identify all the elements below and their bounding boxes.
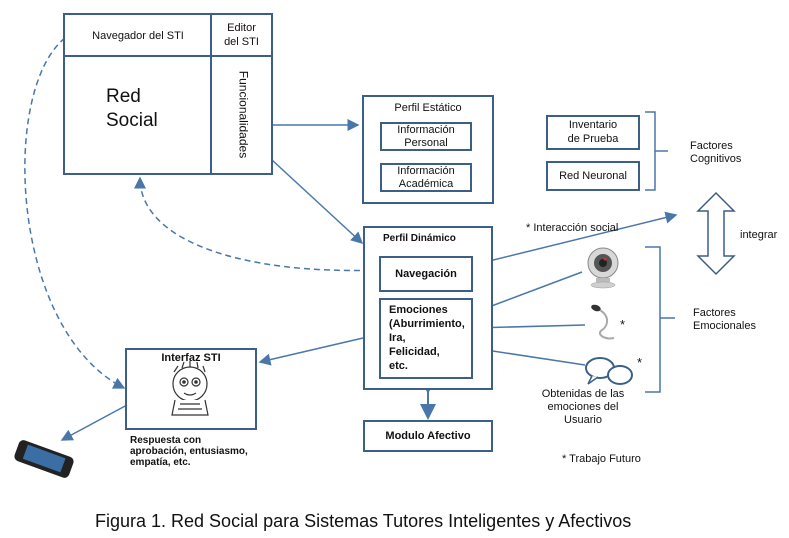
perfil-estatico-title: Perfil Estático <box>394 102 462 114</box>
editor-label-line2: del STI <box>224 36 259 48</box>
emociones-line2: (Aburrimiento, <box>389 318 465 330</box>
factores-cognitivos-line2: Cognitivos <box>690 153 742 165</box>
emociones-line1: Emociones <box>389 304 448 316</box>
dashed-arrow-navegacion-red-social <box>134 176 381 272</box>
character-illustration <box>171 361 209 416</box>
navegacion-label: Navegación <box>395 268 457 280</box>
funcionalidades-box[interactable] <box>210 55 273 175</box>
bracket-emocionales <box>645 246 675 393</box>
obtenidas-line3: Usuario <box>564 414 602 426</box>
red-neuronal-label: Red Neuronal <box>559 170 627 182</box>
factores-emocionales-line1: Factores <box>693 307 736 319</box>
arrow-interaccion-social <box>472 211 678 266</box>
arrow-to-phone <box>60 404 128 441</box>
chat-bubbles-icon <box>585 357 633 385</box>
smartphone-icon <box>14 440 74 478</box>
factores-cognitivos-line1: Factores <box>690 140 733 152</box>
bracket-cognitivos <box>645 111 668 191</box>
editor-box[interactable] <box>210 13 273 57</box>
perfil-dinamico-title: Perfil Dinámico <box>383 233 456 244</box>
red-social-title-line2: Social <box>106 110 158 131</box>
chat-asterisk: * <box>637 355 643 370</box>
webcam-icon <box>587 247 619 289</box>
modulo-afectivo-label: Modulo Afectivo <box>385 430 471 442</box>
factores-emocionales-line2: Emocionales <box>693 320 756 332</box>
inventario-box[interactable] <box>546 115 640 150</box>
arrow-to-perfil-dinamico <box>271 159 364 245</box>
interfaz-sti-box[interactable] <box>125 348 257 430</box>
inventario-line1: Inventario <box>568 119 618 131</box>
info-personal-line2: Personal <box>404 137 448 149</box>
figure-caption: Figura 1. Red Social para Sistemas Tutor… <box>95 511 632 531</box>
emociones-line3: Ira, <box>389 332 406 344</box>
info-academica-line2: Académica <box>398 178 454 190</box>
microphone-icon <box>591 304 615 340</box>
info-personal-box[interactable] <box>380 122 472 151</box>
respuesta-line3: empatía, etc. <box>130 457 191 468</box>
funcionalidades-label: Funcionalidades <box>236 70 251 159</box>
modulo-afectivo-box[interactable] <box>363 420 493 452</box>
arrow-to-interfaz <box>258 337 364 366</box>
editor-label-line1: Editor <box>227 22 256 34</box>
dashed-arrow-to-interfaz <box>24 37 126 389</box>
mic-asterisk: * <box>620 317 626 332</box>
interfaz-sti-title: Interfaz STI <box>161 352 221 364</box>
inventario-line2: de Prueba <box>567 133 619 145</box>
info-academica-box[interactable] <box>380 163 472 192</box>
navegador-box[interactable] <box>63 13 212 57</box>
info-personal-line1: Información <box>397 124 455 136</box>
red-neuronal-box[interactable] <box>546 161 640 191</box>
emociones-line4: Felicidad, <box>389 346 440 358</box>
emociones-box[interactable] <box>379 298 473 379</box>
obtenidas-line2: emociones del <box>547 401 619 413</box>
red-social-title-line1: Red <box>106 86 141 107</box>
respuesta-line2: aprobación, entusiasmo, <box>130 446 248 457</box>
navegacion-box[interactable] <box>379 256 473 292</box>
interaccion-social-label: * Interacción social <box>526 222 619 234</box>
emociones-line5: etc. <box>389 360 408 372</box>
integrar-double-arrow <box>696 191 736 276</box>
respuesta-line1: Respuesta con <box>130 435 202 446</box>
navegador-label: Navegador del STI <box>92 30 184 42</box>
info-academica-line1: Información <box>397 165 455 177</box>
integrar-label: integrar <box>740 229 778 241</box>
obtenidas-line1: Obtenidas de las <box>541 388 625 400</box>
trabajo-futuro-note: * Trabajo Futuro <box>562 453 641 465</box>
